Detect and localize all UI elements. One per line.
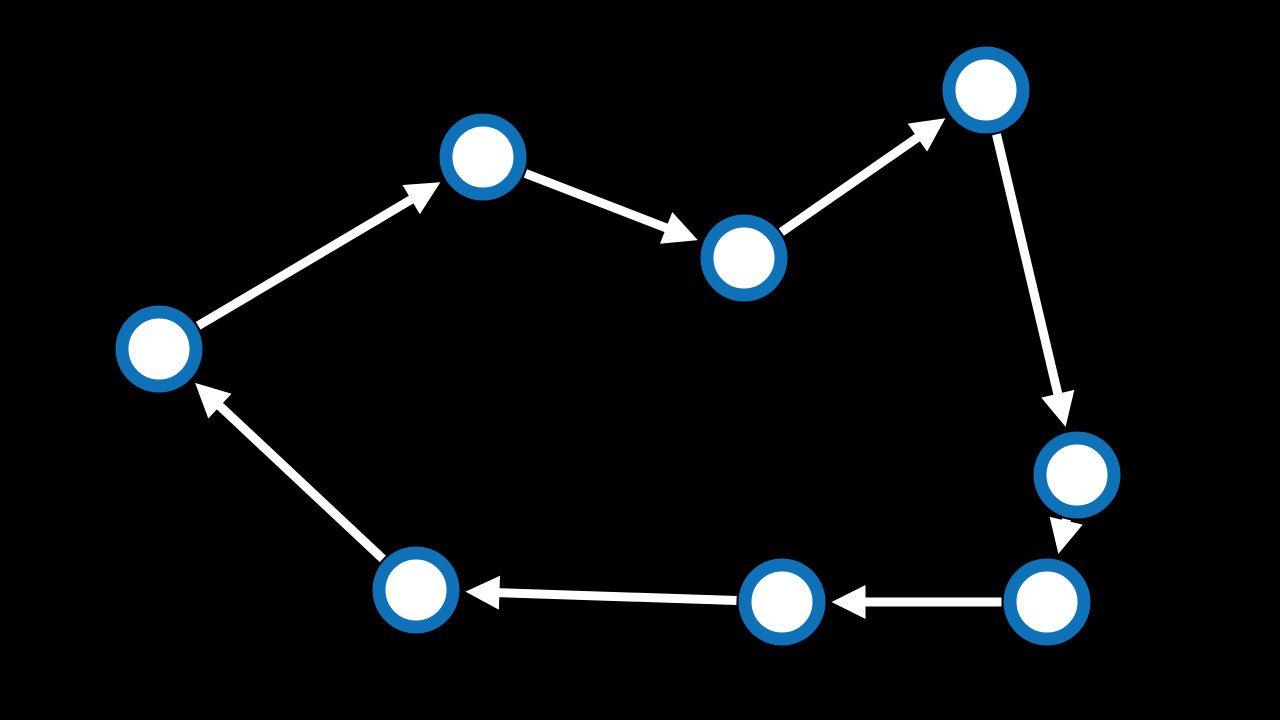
graph-node-n7[interactable] [738, 558, 826, 646]
edge-arrowhead [1041, 389, 1075, 427]
edge-arrowhead [195, 382, 232, 419]
edge-arrowhead [1049, 516, 1083, 554]
edge-shaft [495, 588, 737, 606]
graph-node-n3[interactable] [700, 214, 788, 302]
edge-arrowhead [402, 182, 441, 215]
graph-node-n5[interactable] [1033, 431, 1121, 519]
edge-arrowhead [659, 212, 698, 244]
graph-node-n2[interactable] [439, 113, 527, 201]
edge-shaft [195, 193, 417, 330]
graph-node-n8[interactable] [372, 546, 460, 634]
edge-shaft [992, 133, 1064, 399]
graph-node-n4[interactable] [942, 46, 1030, 134]
edge-layer [195, 118, 1083, 619]
edge-shaft [523, 169, 672, 234]
edge-arrowhead [831, 585, 866, 619]
edge-shaft [213, 400, 386, 563]
node-layer [115, 46, 1121, 646]
graph-node-n6[interactable] [1003, 558, 1091, 646]
edge-shaft [778, 131, 924, 236]
graph-edge-n7-to-n8[interactable] [465, 592, 736, 601]
edge-arrowhead [907, 118, 946, 152]
graph-node-n1[interactable] [115, 305, 203, 393]
graph-edge-n5-to-n6[interactable] [1058, 519, 1066, 554]
edge-arrowhead [465, 575, 501, 610]
